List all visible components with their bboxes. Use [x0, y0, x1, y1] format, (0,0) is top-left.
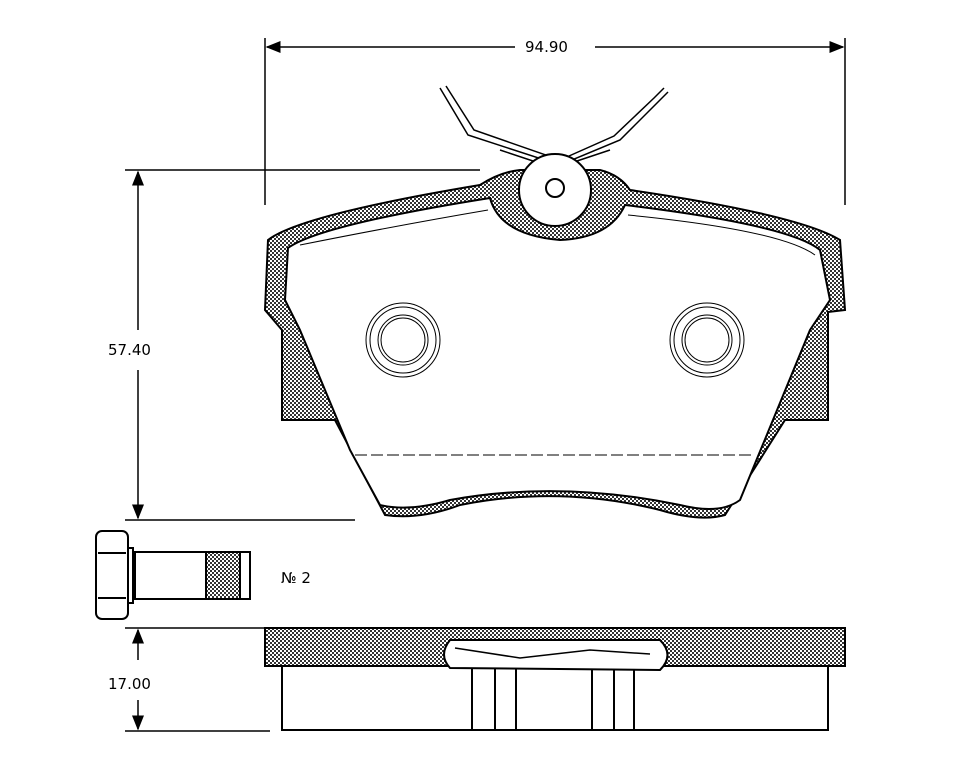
width-dimension — [264, 38, 846, 205]
height-dimension-label: 57.40 — [105, 341, 154, 359]
locating-ring-left — [365, 302, 441, 378]
bolt-count-label: № 2 — [278, 569, 314, 587]
side-view — [125, 627, 846, 732]
friction-material — [283, 196, 832, 510]
tab-hole-icon — [545, 178, 565, 198]
height-dimension — [125, 169, 480, 521]
thickness-dimension-label: 17.00 — [105, 675, 154, 693]
bolt — [95, 530, 251, 620]
width-dimension-label: 94.90 — [522, 38, 571, 56]
inner-edge-line — [299, 209, 816, 256]
locating-ring-right — [669, 302, 745, 378]
